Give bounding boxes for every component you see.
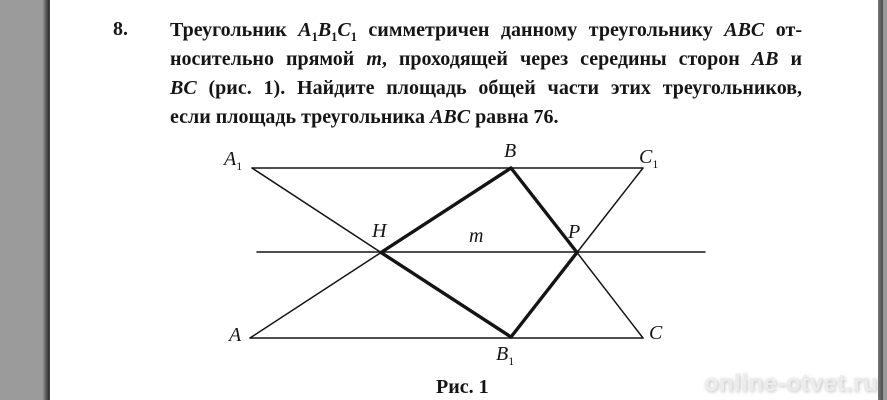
figure-label-H: H <box>372 220 387 242</box>
line-A1-H <box>251 167 382 254</box>
figure-label-P: P <box>568 221 581 243</box>
figure-caption: Рис. 1 <box>436 376 489 398</box>
line-B1-P <box>509 250 579 339</box>
line-B-P <box>509 166 579 255</box>
page-gutter-left <box>0 0 43 400</box>
line-C1-P <box>576 167 644 254</box>
figure-label-C: C <box>649 322 663 344</box>
problem-line-3: BC (рис. 1). Найдите площадь общей части… <box>170 77 802 99</box>
figure-label-A1: A1 <box>224 148 243 173</box>
page-edge-shadow-left <box>43 0 50 400</box>
figure-label-A: A <box>229 324 242 346</box>
problem-number: 8. <box>113 18 128 40</box>
problem-line-2: носительно прямой m, проходящей через се… <box>170 48 803 70</box>
problem-statement: Треугольник A1B1C1 симметричен данному т… <box>170 16 802 132</box>
figure-label-C1: C1 <box>639 146 659 171</box>
line-C-P <box>576 251 644 339</box>
line-A-H <box>249 251 382 339</box>
figure-label-B: B <box>504 140 517 162</box>
figure-label-B1: B1 <box>496 343 515 368</box>
page-gutter-right <box>883 0 887 400</box>
figure-label-m: m <box>469 225 484 247</box>
problem-line-4: если площадь треугольника ABC равна 76. <box>170 106 559 128</box>
page-edge-shadow-right <box>878 0 883 400</box>
watermark-text: online-otvet.ru <box>703 370 878 397</box>
problem-line-1: Треугольник A1B1C1 симметричен данному т… <box>170 19 802 44</box>
line-H-B <box>379 166 513 255</box>
line-H-B1 <box>379 250 513 339</box>
